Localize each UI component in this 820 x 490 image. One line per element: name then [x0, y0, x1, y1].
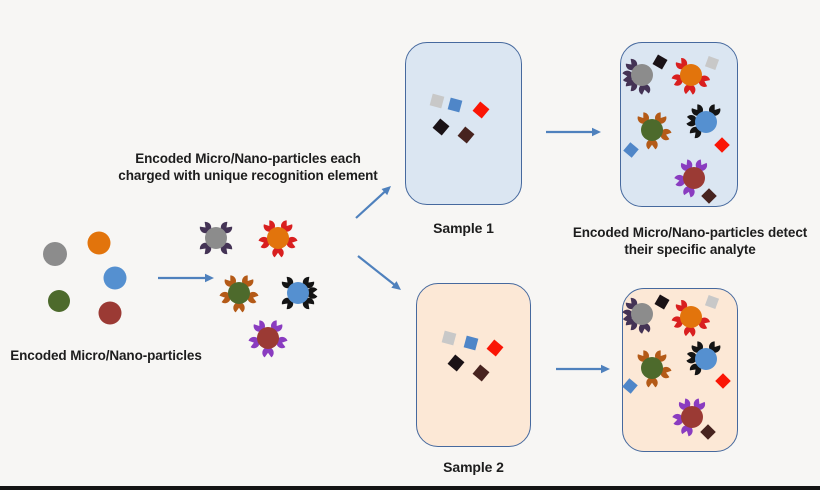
encoded-particle-orange	[87, 231, 111, 255]
captured-analyte-red	[715, 373, 731, 389]
captured-analyte-blue	[623, 142, 639, 158]
particle-body-blue	[287, 282, 309, 304]
particle-body-blue	[695, 111, 717, 133]
sample1-analyte-gray	[429, 93, 445, 109]
recognition-arm-blue	[686, 115, 697, 127]
particle-body-orange	[680, 306, 702, 328]
particle-body-blue	[695, 348, 717, 370]
sample2-analyte-blue	[463, 335, 479, 351]
recognition-arm-orange	[684, 84, 696, 95]
captured-analyte-black	[652, 54, 668, 70]
particle-body-orange	[267, 227, 289, 249]
flow-arrowhead	[205, 273, 214, 283]
particle-body-darkred	[257, 327, 279, 349]
particle-body-gray	[631, 303, 653, 325]
recognition-arm-gray	[622, 309, 633, 321]
recognition-arm-orange	[671, 74, 683, 86]
particle-body-darkred	[681, 406, 703, 428]
captured-analyte-gray	[704, 55, 720, 71]
recognition-arm-orange	[698, 317, 711, 329]
captured-analyte-blue	[622, 378, 638, 394]
bottom-edge-bar	[0, 486, 820, 490]
captured-analyte-gray	[704, 294, 720, 310]
captured-analyte-black	[654, 294, 670, 310]
sample1-analyte-black	[432, 118, 450, 136]
particle-body-orange	[680, 64, 702, 86]
recognition-arm-gray	[638, 322, 651, 334]
sample2-box	[416, 283, 531, 447]
recognition-arm-darkred	[248, 336, 260, 349]
recognition-arm-darkred	[276, 336, 288, 349]
recognition-arm-green	[660, 366, 672, 379]
encoded-particle-darkred	[98, 301, 122, 325]
recognition-arm-blue	[307, 287, 318, 299]
sample2-analyte-black	[447, 354, 465, 372]
flow-arrow	[355, 189, 387, 219]
recognition-arm-darkred	[681, 425, 693, 437]
particle-body-green	[641, 119, 663, 141]
heading-line-1: Encoded Micro/Nano-particles each	[135, 151, 361, 166]
recognition-arm-orange	[698, 75, 711, 87]
sample2-analyte-maroon	[472, 364, 490, 382]
sample1-analyte-red	[472, 101, 490, 119]
recognition-arm-orange	[258, 236, 270, 249]
recognition-arm-darkred	[672, 413, 684, 426]
recognition-arm-blue	[686, 352, 697, 364]
free-particles-label: Encoded Micro/Nano-particles	[10, 348, 202, 363]
flow-arrowhead	[601, 364, 610, 374]
sample2-label: Sample 2	[443, 459, 504, 475]
recognition-arm-darkred	[674, 174, 686, 187]
recognition-arm-green	[233, 302, 245, 313]
particle-body-green	[641, 357, 663, 379]
recognition-arm-green	[247, 291, 259, 304]
heading-line-2: charged with unique recognition element	[118, 168, 378, 184]
particle-body-green	[228, 282, 250, 304]
encoded-particle-gray	[43, 242, 67, 266]
encoded-particle-green	[48, 290, 70, 312]
captured-analyte-maroon	[700, 424, 716, 440]
recognition-arm-gray	[638, 83, 651, 95]
recognition-arm-green	[219, 291, 231, 304]
sample2-analyte-red	[486, 339, 504, 357]
particle-body-darkred	[683, 167, 705, 189]
recognition-arm-orange	[684, 326, 696, 337]
caption-line-2: their specific analyte	[624, 242, 756, 258]
recognition-arm-darkred	[683, 186, 695, 198]
flow-arrowhead	[381, 186, 391, 196]
recognition-arm-green	[646, 139, 658, 150]
recognition-arm-green	[660, 128, 672, 141]
sample1-analyte-maroon	[457, 126, 475, 144]
sample1-label: Sample 1	[433, 220, 494, 236]
sample1-analyte-blue	[447, 97, 463, 113]
recognition-arm-darkred	[262, 347, 274, 358]
captured-analyte-maroon	[701, 188, 717, 204]
recognition-arm-orange	[286, 236, 298, 249]
recognition-arm-gray	[622, 70, 633, 82]
caption-line-1: Encoded Micro/Nano-particles detect	[572, 225, 808, 240]
particle-body-gray	[631, 64, 653, 86]
sample1-box	[405, 42, 522, 205]
captured-analyte-red	[714, 137, 730, 153]
recognition-element-heading: Encoded Micro/Nano-particles each charge…	[90, 150, 406, 185]
recognition-arm-green	[646, 377, 658, 388]
recognition-arm-orange	[671, 316, 683, 328]
flow-arrow	[357, 255, 397, 287]
particle-body-gray	[205, 227, 227, 249]
detection-caption: Encoded Micro/Nano-particles detect thei…	[562, 224, 818, 259]
flow-arrowhead	[592, 127, 601, 137]
sample2-analyte-gray	[441, 330, 457, 346]
recognition-arm-orange	[272, 247, 284, 258]
encoded-particle-blue	[103, 266, 127, 290]
flow-arrowhead	[391, 281, 401, 290]
